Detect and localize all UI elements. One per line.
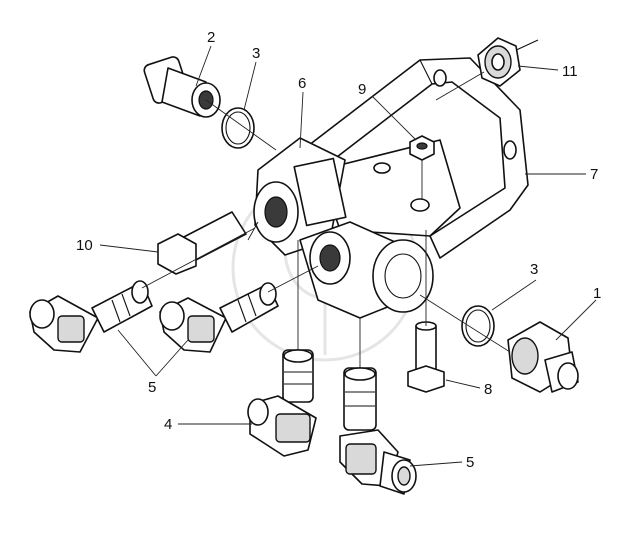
bolt-part-8 xyxy=(407,321,445,393)
fitting-part-4 xyxy=(247,240,317,457)
assembly-lines xyxy=(141,71,511,353)
callout-5-lower: 5 xyxy=(466,454,474,471)
callout-7: 7 xyxy=(590,166,598,183)
fitting-part-2 xyxy=(143,56,221,118)
callout-10: 10 xyxy=(76,237,93,254)
callout-6: 6 xyxy=(298,75,306,92)
callout-5-left: 5 xyxy=(148,379,156,396)
nut-part-9 xyxy=(409,135,435,161)
callout-1: 1 xyxy=(593,285,601,302)
nut-part-11 xyxy=(477,37,539,87)
callout-4: 4 xyxy=(164,416,172,433)
o-ring-part-3-upper xyxy=(221,107,255,149)
callout-3-upper: 3 xyxy=(252,45,260,62)
elbow-fitting-part-5-lower xyxy=(339,318,417,495)
elbow-fitting-part-5-middle xyxy=(159,282,279,353)
callout-labels: 2 3 6 9 11 7 10 3 1 8 4 5 5 xyxy=(76,29,601,471)
callout-3-lower: 3 xyxy=(530,261,538,278)
callout-2: 2 xyxy=(207,29,215,46)
o-ring-part-3-lower xyxy=(461,305,495,347)
fitting-part-1 xyxy=(507,321,579,393)
elbow-fitting-part-5-left xyxy=(29,280,153,353)
callout-11: 11 xyxy=(562,63,578,80)
callout-9: 9 xyxy=(358,81,366,98)
callout-leaders xyxy=(99,45,597,467)
valve-body-part-6 xyxy=(253,137,434,319)
callout-8: 8 xyxy=(484,381,492,398)
